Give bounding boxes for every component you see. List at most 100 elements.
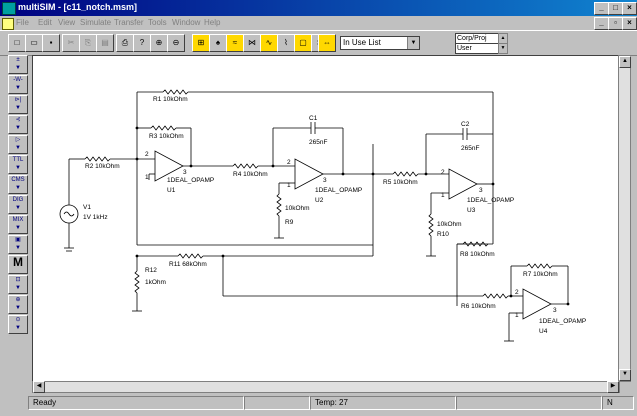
- r4-resistor: [232, 163, 259, 169]
- doc-minimize-button[interactable]: _: [594, 17, 609, 30]
- analysis-icon[interactable]: ⌇: [277, 34, 295, 52]
- r7-resistor: [526, 263, 553, 269]
- u3-pin-out: 3: [479, 187, 483, 194]
- u4-pin-plus: 1: [515, 312, 519, 319]
- r5-label: R5 10kOhm: [383, 179, 418, 186]
- u3-pin-plus: 1: [441, 192, 445, 199]
- u3-pin-minus: 2: [441, 169, 445, 176]
- zoom-in-icon[interactable]: ⊕: [150, 34, 168, 52]
- ttl-bin-icon[interactable]: TTL▼: [8, 155, 28, 174]
- r10-resistor: [428, 213, 434, 237]
- wires: [59, 89, 569, 342]
- status-bar: Ready Temp: 27 N: [0, 394, 637, 416]
- scroll-left-icon[interactable]: ◀: [33, 381, 45, 393]
- u2-opamp-symbol: [294, 158, 324, 190]
- v1-name: V1: [83, 204, 91, 211]
- network-icon[interactable]: ⋈: [243, 34, 261, 52]
- r1-label: R1 10kOhm: [153, 96, 188, 103]
- open-folder-icon[interactable]: ▭: [25, 34, 43, 52]
- close-button[interactable]: ×: [622, 2, 637, 15]
- probe-icon[interactable]: ♠: [209, 34, 227, 52]
- u4-pin-out: 3: [553, 307, 557, 314]
- menu-edit[interactable]: Edit: [38, 18, 52, 27]
- menu-tools[interactable]: Tools: [148, 18, 167, 27]
- sine-icon: [63, 211, 75, 217]
- zoom-out-icon[interactable]: ⊖: [167, 34, 185, 52]
- schematic-drawing[interactable]: R1 10kOhm R2 10kOhm R3 10kOhm R4 10kOhm …: [33, 56, 618, 381]
- print-icon[interactable]: ⎙: [116, 34, 134, 52]
- status-temp: Temp: 27: [310, 396, 456, 410]
- u1-pin-out: 3: [183, 169, 187, 176]
- corp-proj-label: Corp/Proj: [457, 35, 487, 42]
- r11-label: R11 68kOhm: [169, 261, 207, 268]
- doc-close-button[interactable]: ×: [622, 17, 637, 30]
- oscilloscope-icon[interactable]: ≈: [226, 34, 244, 52]
- multisim-app-icon[interactable]: [2, 2, 16, 15]
- menu-view[interactable]: View: [58, 18, 76, 27]
- schematic-canvas[interactable]: R1 10kOhm R2 10kOhm R3 10kOhm R4 10kOhm …: [32, 55, 619, 382]
- cut-icon[interactable]: ✂: [62, 34, 80, 52]
- menu-transfer[interactable]: Transfer: [114, 18, 144, 27]
- spin-down-icon[interactable]: ▼: [498, 43, 508, 54]
- transfer-icon[interactable]: ⇔: [318, 34, 336, 52]
- controls-bin-icon[interactable]: ⊡▼: [8, 275, 28, 294]
- transistors-bin-icon[interactable]: ⊰▼: [8, 115, 28, 134]
- menu-simulate[interactable]: Simulate: [80, 18, 112, 27]
- chevron-down-icon[interactable]: ▼: [407, 37, 419, 49]
- menu-help[interactable]: Help: [204, 18, 221, 27]
- misc-bin-icon[interactable]: M: [8, 255, 28, 274]
- u2-pin-plus: 1: [287, 182, 291, 189]
- scroll-right-icon[interactable]: ▶: [607, 381, 619, 393]
- status-blank-1: [244, 396, 310, 410]
- help-icon[interactable]: ?: [133, 34, 151, 52]
- u4-opamp-symbol: [522, 288, 552, 320]
- user-checkbox[interactable]: User: [455, 43, 500, 54]
- u1-model: 1DEAL_OPAMP: [167, 177, 214, 184]
- vertical-scrollbar[interactable]: ▲ ▼: [618, 55, 631, 382]
- meter-icon[interactable]: ▢: [294, 34, 312, 52]
- menu-file[interactable]: File: [16, 18, 29, 27]
- c1-value: 265nF: [309, 139, 327, 146]
- status-right: N: [602, 396, 634, 410]
- c1-name: C1: [309, 115, 318, 122]
- electromech-bin-icon[interactable]: ⊙▼: [8, 315, 28, 334]
- in-use-list-dropdown[interactable]: In Use List ▼: [340, 36, 420, 50]
- scroll-up-icon[interactable]: ▲: [619, 56, 631, 68]
- scroll-down-icon[interactable]: ▼: [619, 369, 631, 381]
- u1-pin-plus: 1: [145, 174, 149, 181]
- parts-bin: ±▼ -W-▼ ⊳|▼ ⊰▼ ▷▼ TTL▼ CMS▼ DIG▼ MIX▼ ▣▼…: [8, 55, 28, 334]
- misc-digital-bin-icon[interactable]: DIG▼: [8, 195, 28, 214]
- r5-resistor: [392, 171, 419, 177]
- r11-resistor: [177, 253, 204, 259]
- u3-opamp-symbol: [448, 168, 478, 200]
- save-icon[interactable]: ▪: [42, 34, 60, 52]
- analog-bin-icon[interactable]: ▷▼: [8, 135, 28, 154]
- document-icon[interactable]: [2, 18, 14, 30]
- indicators-bin-icon[interactable]: ▣▼: [8, 235, 28, 254]
- maximize-button[interactable]: □: [608, 2, 623, 15]
- u2-model: 1DEAL_OPAMP: [315, 187, 362, 194]
- cmos-bin-icon[interactable]: CMS▼: [8, 175, 28, 194]
- v1-value: 1V 1kHz: [83, 214, 108, 221]
- menu-window[interactable]: Window: [172, 18, 201, 27]
- paste-icon[interactable]: ▤: [96, 34, 114, 52]
- r2-label: R2 10kOhm: [85, 163, 120, 170]
- u1-label: U1: [167, 187, 176, 194]
- sources-bin-icon[interactable]: ±▼: [8, 55, 28, 74]
- bode-plotter-icon[interactable]: ∿: [260, 34, 278, 52]
- rf-bin-icon[interactable]: ⊕▼: [8, 295, 28, 314]
- u2-label: U2: [315, 197, 324, 204]
- copy-icon[interactable]: ⎘: [79, 34, 97, 52]
- minimize-button[interactable]: _: [594, 2, 609, 15]
- doc-restore-button[interactable]: ▫: [608, 17, 623, 30]
- new-file-icon[interactable]: □: [8, 34, 26, 52]
- diodes-bin-icon[interactable]: ⊳|▼: [8, 95, 28, 114]
- basic-bin-icon[interactable]: -W-▼: [8, 75, 28, 94]
- u4-pin-minus: 2: [515, 289, 519, 296]
- component-icon[interactable]: ⊞: [192, 34, 210, 52]
- mixed-bin-icon[interactable]: MIX▼: [8, 215, 28, 234]
- u2-pin-out: 3: [323, 177, 327, 184]
- horizontal-scrollbar[interactable]: ◀ ▶: [32, 381, 620, 393]
- r8-resistor: [462, 241, 489, 247]
- u1-pin-minus: 2: [145, 151, 149, 158]
